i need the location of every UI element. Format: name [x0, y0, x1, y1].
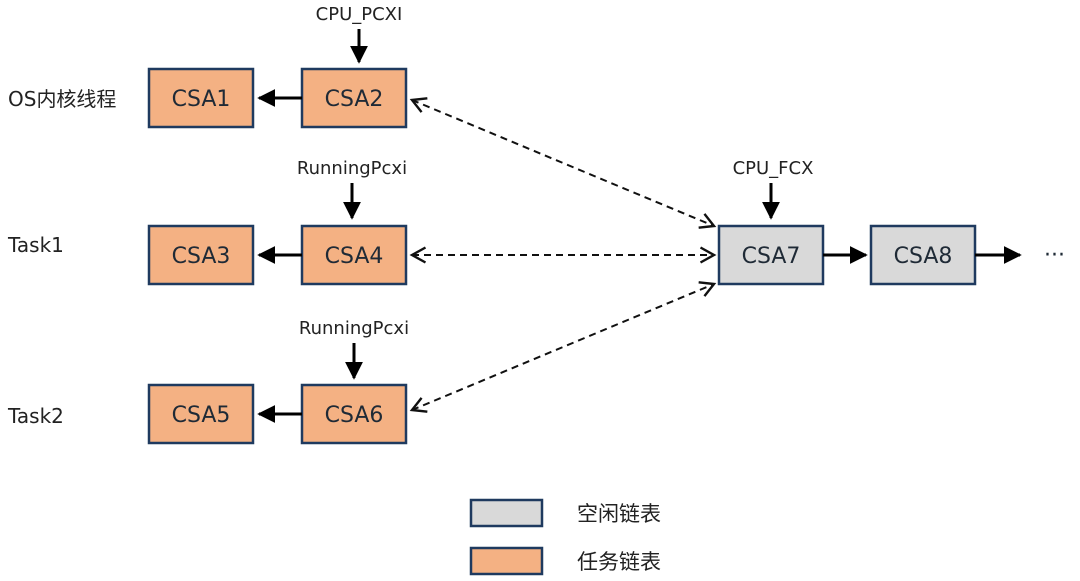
pointer-label-running-pcxi-2: RunningPcxi: [299, 318, 409, 339]
csa-label-csa2: CSA2: [325, 87, 384, 112]
row-label-task1: Task1: [7, 233, 64, 257]
csa-label-csa8: CSA8: [894, 244, 953, 269]
legend-swatch-task: [469, 546, 544, 576]
legend-swatch-free: [469, 498, 544, 528]
csa-label-csa3: CSA3: [172, 244, 231, 269]
dashed-link-csa6-csa7: [409, 281, 717, 413]
csa-box-csa5: [147, 383, 255, 445]
csa-label-csa6: CSA6: [325, 403, 384, 428]
csa-box-csa6: [300, 383, 408, 445]
csa-box-csa1: [147, 67, 255, 129]
legend-label-task: 任务链表: [577, 550, 661, 574]
csa-box-csa4: [300, 224, 408, 286]
pointer-label-running-pcxi-1: RunningPcxi: [297, 158, 407, 179]
dashed-link-csa2-csa7: [409, 97, 717, 229]
csa-label-csa7: CSA7: [742, 244, 801, 269]
csa-label-csa1: CSA1: [172, 87, 231, 112]
row-label-os-kernel: OS内核线程: [8, 87, 116, 111]
csa-label-csa4: CSA4: [325, 244, 384, 269]
row-label-task2: Task2: [7, 404, 64, 428]
pointer-label-cpu-fcx: CPU_FCX: [733, 158, 814, 179]
csa-label-csa5: CSA5: [172, 403, 231, 428]
continuation-ellipsis: ···: [1044, 243, 1065, 268]
csa-box-csa3: [147, 224, 255, 286]
legend-label-free: 空闲链表: [577, 502, 661, 526]
pointer-label-cpu-pcxi: CPU_PCXI: [316, 4, 403, 25]
